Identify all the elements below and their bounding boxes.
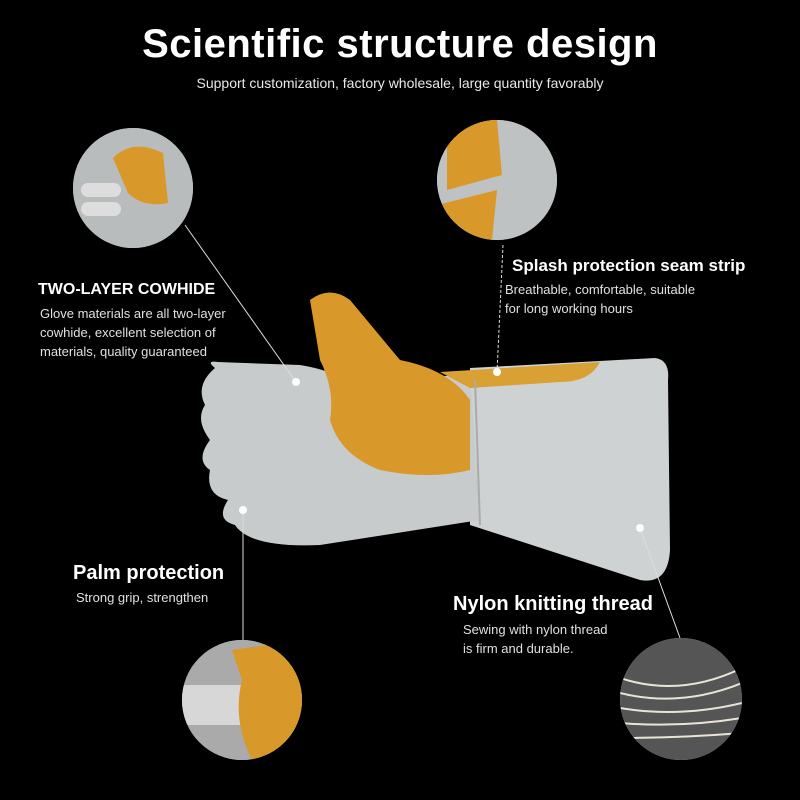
detail-circle-seam [437,120,557,240]
desc-line: is firm and durable. [463,641,574,656]
callout-line-cowhide [184,224,297,383]
detail-circle-cowhide [73,128,193,248]
desc-line: Sewing with nylon thread [463,622,608,637]
page-subtitle: Support customization, factory wholesale… [196,75,604,91]
detail-circle-nylon [620,638,742,760]
callout-line-seam [496,244,504,373]
callout-line-nylon [639,527,681,639]
callout-desc-palm: Strong grip, strengthen [76,588,208,607]
desc-line: cowhide, excellent selection of [40,325,216,340]
desc-line: Glove materials are all two-layer [40,306,226,321]
callout-heading-seam: Splash protection seam strip [512,256,746,275]
callout-desc-cowhide: Glove materials are all two-layer cowhid… [40,304,226,361]
main-glove [201,292,670,581]
desc-line: materials, quality guaranteed [40,344,207,359]
callout-heading-cowhide: TWO-LAYER COWHIDE [38,281,216,298]
desc-line: for long working hours [505,301,633,316]
desc-line: Breathable, comfortable, suitable [505,282,696,297]
desc-line: Strong grip, strengthen [76,590,209,605]
page-title: Scientific structure design [142,22,658,66]
callout-desc-seam: Breathable, comfortable, suitable for lo… [505,280,695,318]
detail-circle-palm [182,640,302,760]
callout-heading-palm: Palm protection [73,562,225,584]
callout-heading-nylon: Nylon knitting thread [453,593,653,615]
callout-desc-nylon: Sewing with nylon thread is firm and dur… [463,620,608,658]
